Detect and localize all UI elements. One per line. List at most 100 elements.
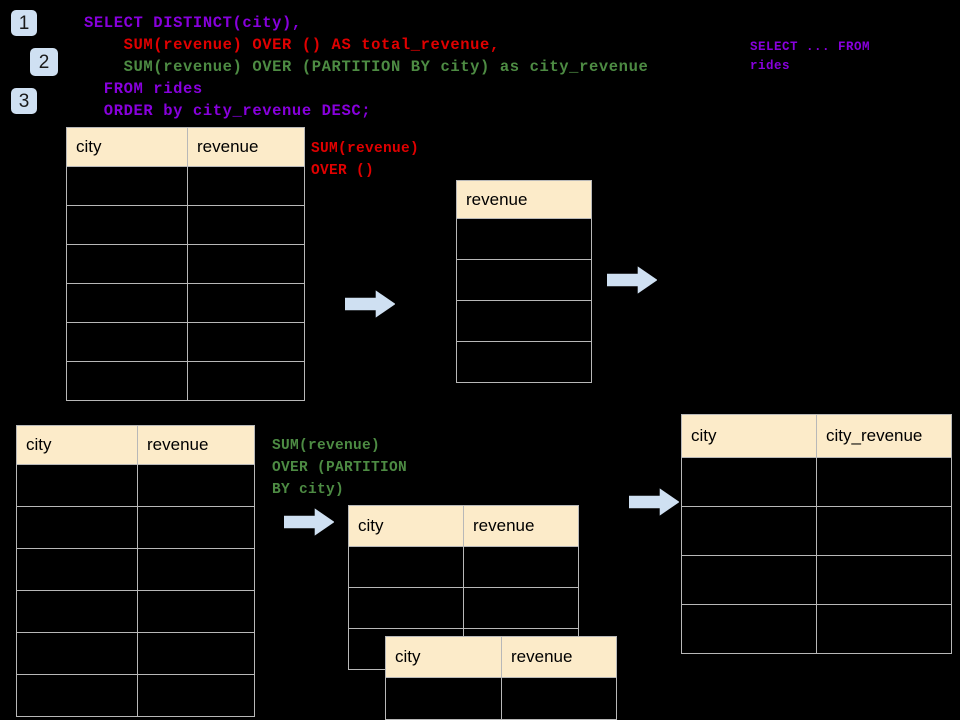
table-row [66,322,305,362]
side-note-line2: rides [750,59,791,73]
table-cell [137,548,255,591]
arrow-partition-to-result-icon [629,488,679,516]
table-row [66,283,305,323]
partition-annotation-line1: SUM(revenue) [272,438,381,454]
arrow-total-to-result-icon [607,266,657,294]
table-cell [16,590,138,633]
table-cell [187,322,305,362]
table-header-row: revenue [456,180,592,219]
arrow-shape [607,266,657,294]
partition-annotation-line3: BY city) [272,482,345,498]
table-row [348,546,579,588]
table-cell [137,506,255,549]
column-header-revenue: revenue [456,180,592,219]
arrow-shape [629,488,679,516]
table-row [16,632,255,675]
table-cell [66,244,188,284]
arrow-shape [284,508,334,536]
arrow-source-to-total-icon [345,290,395,318]
table-cell [137,464,255,507]
table-cell [16,548,138,591]
table-cell [681,555,817,605]
table-cell [66,322,188,362]
table-cell [456,218,592,260]
column-header-city_revenue: city_revenue [816,414,952,458]
column-header-city: city [16,425,138,465]
table-row [16,674,255,717]
total-revenue-annotation: SUM(revenue)OVER () [311,138,419,182]
partition-annotation: SUM(revenue) OVER (PARTITION BY city) [272,435,407,501]
table-row [66,361,305,401]
table-row [456,259,592,301]
table-row [16,464,255,507]
table-cell [681,457,817,507]
table-cell [66,283,188,323]
table-row [16,548,255,591]
table-cell [137,674,255,717]
table-cell [137,632,255,675]
table-cell [348,546,464,588]
table-cell [66,166,188,206]
table-cell [348,587,464,629]
table-cell [456,300,592,342]
total-revenue-table: revenue [456,180,592,383]
table-row [66,166,305,206]
table-cell [187,244,305,284]
table-row [66,205,305,245]
table-row [16,590,255,633]
table-cell [16,464,138,507]
sql-line-2: SUM(revenue) OVER () AS total_revenue, [84,36,500,54]
arrow-source-to-partition-icon [284,508,334,536]
table-row [348,587,579,629]
partition-annotation-line2: OVER (PARTITION [272,460,408,476]
table-row [456,341,592,383]
table-cell [456,341,592,383]
sql-line-1: SELECT DISTINCT(city), [84,14,302,32]
table-cell [816,604,952,654]
step-badge-3: 3 [11,88,37,114]
side-note-line1: SELECT ... FROM [750,40,871,54]
sql-line-4: FROM rides [84,80,203,98]
table-row [681,604,952,654]
column-header-revenue: revenue [187,127,305,167]
step-badge-2: 2 [30,48,58,76]
sql-query-block: SELECT DISTINCT(city), SUM(revenue) OVER… [84,12,648,122]
column-header-city: city [348,505,464,547]
table-row [681,457,952,507]
table-cell [456,259,592,301]
table-cell [66,205,188,245]
table-row [681,555,952,605]
sql-line-3: SUM(revenue) OVER (PARTITION BY city) as… [84,58,649,76]
table-row [456,218,592,260]
table-cell [501,677,617,720]
table-cell [463,546,579,588]
table-row [16,506,255,549]
arrow-shape [345,290,395,318]
table-cell [187,361,305,401]
step-badge-1: 1 [11,10,37,36]
table-cell [187,166,305,206]
table-cell [463,587,579,629]
table-cell [187,283,305,323]
table-cell [16,506,138,549]
table-cell [16,632,138,675]
column-header-city: city [681,414,817,458]
column-header-city: city [385,636,502,678]
select-from-rides-note: SELECT ... FROM rides [750,38,870,76]
table-cell [681,604,817,654]
table-cell [385,677,502,720]
table-row [456,300,592,342]
column-header-city: city [66,127,188,167]
table-row [385,677,617,720]
table-row [681,506,952,556]
table-cell [187,205,305,245]
table-cell [816,506,952,556]
